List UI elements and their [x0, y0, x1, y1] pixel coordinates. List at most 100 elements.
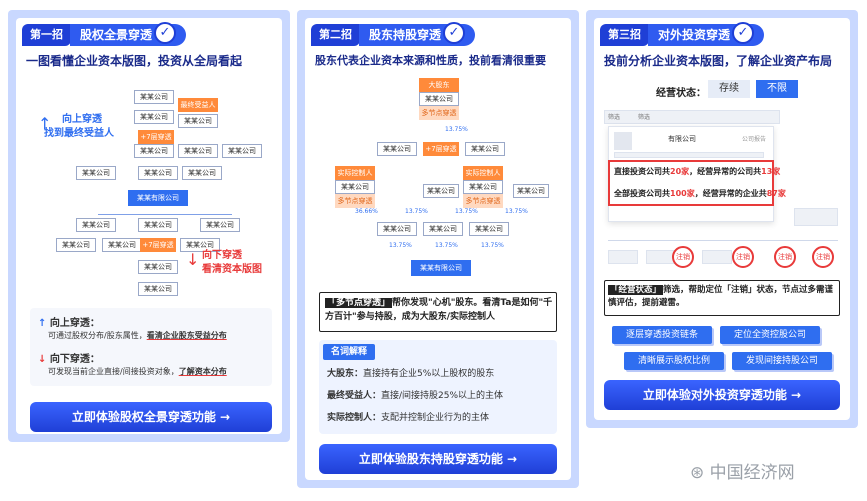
status-option-any[interactable]: 不限: [756, 80, 798, 98]
tree-node[interactable]: 某某公司: [56, 238, 96, 252]
panel-investment-penetration: 第三招 对外投资穿透 ✓ 投前分析企业资本版图，了解企业资产布局 经营状态： 存…: [586, 10, 858, 428]
feature-chip-wholly-owned[interactable]: 定位全资控股公司: [720, 326, 820, 344]
tree-node[interactable]: 某某公司: [377, 142, 417, 156]
target-company-node[interactable]: 某某有限公司: [411, 260, 471, 276]
status-option-active[interactable]: 存续: [708, 80, 750, 98]
cta-investment-penetration-button[interactable]: 立即体验对外投资穿透功能 →: [604, 380, 840, 410]
popup-report-link[interactable]: 公司报告: [742, 136, 767, 143]
multi-node-badge[interactable]: 多节点穿透: [463, 194, 503, 208]
tree-node[interactable]: 某某公司: [423, 222, 463, 236]
panel-shareholder-penetration: 第二招 股东持股穿透 ✓ 股东代表企业资本来源和性质，投前看清很重要 大股东 某…: [297, 10, 579, 488]
filter-bar: [604, 110, 780, 124]
stat-direct: 直接投资公司共20家，经营异常的公司共13家: [614, 167, 781, 176]
pct-label: 13.75%: [481, 242, 504, 249]
up-penetration-label: 向上穿透: [62, 114, 102, 125]
final-beneficiary-node[interactable]: 最终受益人: [178, 98, 218, 112]
panel-3-card: 第三招 对外投资穿透 ✓ 投前分析企业资本版图，了解企业资产布局 经营状态： 存…: [594, 18, 850, 420]
company-avatar: [614, 132, 632, 150]
layer-penetration-node[interactable]: +7层穿透: [138, 130, 174, 144]
tree-node[interactable]: 某某公司: [419, 92, 459, 106]
tree-node[interactable]: 某某公司: [377, 222, 417, 236]
note-down-text: 可发现当前企业直接/间接投资对象，了解资本分布: [48, 367, 227, 376]
glossary-item-beneficiary: 最终受益人：直接/间接持股25%以上的主体: [327, 391, 504, 401]
tree-node[interactable]: 某某公司: [335, 180, 375, 194]
stat-box: [608, 160, 774, 206]
filter-button[interactable]: 筛选: [608, 114, 621, 121]
cta-equity-penetration-button[interactable]: 立即体验股权全景穿透功能 →: [30, 402, 272, 432]
watermark-logo-icon: ⊛: [690, 463, 705, 483]
tree-node[interactable]: 某某公司: [180, 238, 220, 252]
actual-controller-node[interactable]: 实际控制人: [335, 166, 375, 180]
tree-node[interactable]: 某某公司: [222, 144, 262, 158]
cta-shareholder-penetration-button[interactable]: 立即体验股东持股穿透功能 →: [319, 444, 557, 474]
popup-company-name: 有限公司: [668, 135, 696, 143]
tree-node[interactable]: 某某公司: [134, 110, 174, 124]
up-arrow-icon: ↑: [38, 114, 52, 133]
tree-node[interactable]: 某某公司: [134, 90, 174, 104]
tree-node[interactable]: 某某公司: [469, 222, 509, 236]
step-1-tag: 第一招: [22, 24, 71, 46]
tree-node[interactable]: 某某公司: [200, 218, 240, 232]
pct-label: 36.66%: [355, 208, 378, 215]
tree-node[interactable]: 某某公司: [138, 218, 178, 232]
revoked-status-badge[interactable]: 注销: [774, 246, 796, 268]
check-icon: ✓: [443, 22, 465, 44]
layer-penetration-node[interactable]: +7层穿透: [423, 142, 459, 156]
status-tip-box: [604, 280, 840, 316]
notes-box: [30, 308, 272, 386]
panel-equity-penetration: 第一招 股权全景穿透 ✓ 一图看懂企业资本版图，投资从全局看起 某某公司 某某公…: [8, 10, 290, 442]
panel-2-subtitle: 股东代表企业资本来源和性质，投前看清很重要: [315, 54, 546, 67]
filter-button[interactable]: 筛选: [638, 114, 651, 121]
status-tip-text: 「经营状态」筛选，帮助定位「注销」状态，节点过多需谨慎评估，提前避雷。: [608, 285, 834, 308]
tree-node[interactable]: 某某公司: [102, 238, 142, 252]
down-arrow-icon: ↓: [186, 250, 200, 269]
tree-node[interactable]: 某某公司: [182, 166, 222, 180]
step-2-tag: 第二招: [311, 24, 360, 46]
revoked-status-badge[interactable]: 注销: [812, 246, 834, 268]
tree-node[interactable]: 某某公司: [423, 184, 459, 198]
panel-1-subtitle: 一图看懂企业资本版图，投资从全局看起: [26, 54, 243, 68]
tree-node[interactable]: 某某公司: [138, 260, 178, 274]
multi-node-badge[interactable]: 多节点穿透: [335, 194, 375, 208]
big-holder-node[interactable]: 大股东: [419, 78, 459, 92]
tree-node[interactable]: 某某公司: [178, 144, 218, 158]
center-company-node[interactable]: 某某有限公司: [128, 190, 188, 206]
feature-chip-equity-ratio[interactable]: 清晰展示股权比例: [624, 352, 724, 370]
pct-label: 13.75%: [455, 208, 478, 215]
check-icon: ✓: [732, 22, 754, 44]
multi-node-badge[interactable]: 多节点穿透: [419, 106, 459, 120]
tree-node[interactable]: 某某公司: [76, 166, 116, 180]
note-up-title: ↑ 向上穿透：: [38, 318, 100, 329]
revoked-status-badge[interactable]: 注销: [672, 246, 694, 268]
panel-3-subtitle: 投前分析企业资本版图，了解企业资产布局: [604, 54, 833, 68]
tree-node[interactable]: 某某公司: [513, 184, 549, 198]
actual-controller-node[interactable]: 实际控制人: [463, 166, 503, 180]
down-penetration-sub: 看清资本版图: [202, 264, 262, 275]
tree-node[interactable]: 某某公司: [134, 144, 174, 158]
revoked-status-badge[interactable]: 注销: [732, 246, 754, 268]
glossary-item-controller: 实际控制人：支配并控制企业行为的主体: [327, 413, 490, 423]
pct-label: 13.75%: [445, 126, 468, 133]
tree-node[interactable]: 某某公司: [76, 218, 116, 232]
watermark: ⊛ 中国经济网: [690, 463, 795, 483]
status-label: 经营状态：: [656, 88, 706, 99]
layer-penetration-node[interactable]: +7层穿透: [140, 238, 176, 252]
panel-2-card: 第二招 股东持股穿透 ✓ 股东代表企业资本来源和性质，投前看清很重要 大股东 某…: [305, 18, 571, 480]
glossary-title: 名词解释: [323, 344, 376, 360]
pct-label: 13.75%: [505, 208, 528, 215]
down-penetration-label: 向下穿透: [202, 250, 242, 261]
tree-node[interactable]: 某某公司: [178, 114, 218, 128]
feature-chip-layer-chain[interactable]: 逐层穿透投资链条: [612, 326, 712, 344]
tree-node[interactable]: 某某公司: [138, 282, 178, 296]
up-penetration-sub: 找到最终受益人: [44, 128, 114, 139]
tree-node[interactable]: 某某公司: [465, 142, 505, 156]
feature-chip-indirect-holding[interactable]: 发现间接持股公司: [732, 352, 832, 370]
check-icon: ✓: [154, 22, 176, 44]
pct-label: 13.75%: [405, 208, 428, 215]
tree-node[interactable]: 某某公司: [463, 180, 503, 194]
tree-node[interactable]: 某某公司: [138, 166, 178, 180]
glossary-item-big-holder: 大股东：直接持有企业5%以上股权的股东: [327, 369, 495, 379]
stat-all: 全部投资公司共100家，经营异常的企业共87家: [614, 189, 786, 198]
note-down-title: ↓ 向下穿透：: [38, 354, 100, 365]
note-up-text: 可通过股权分布/股东属性，看清企业股东受益分布: [48, 331, 227, 340]
